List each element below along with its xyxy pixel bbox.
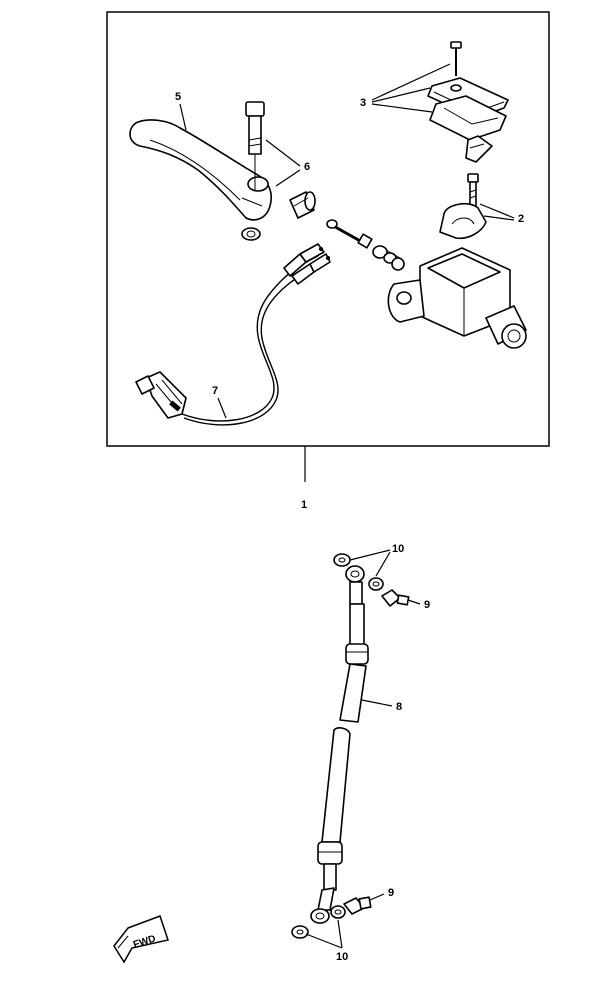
label-washers-upper: 10	[392, 543, 404, 555]
label-washers-lower: 10	[336, 951, 348, 963]
lower-washer-a	[291, 925, 309, 939]
cover-leader-b	[371, 87, 431, 103]
label-bolt-nut: 6	[304, 161, 310, 173]
washers-upper-leader-a	[349, 549, 391, 561]
fwd-arrow: FWD	[113, 915, 169, 964]
brake-lever	[129, 119, 272, 221]
lever-bushing	[289, 191, 316, 219]
bolt-nut-leader-b	[275, 169, 301, 187]
label-switch: 7	[212, 385, 218, 397]
lever-nut	[241, 227, 261, 241]
piston-kit	[372, 245, 405, 271]
cover-leader-a	[371, 63, 451, 101]
switch-wires	[181, 243, 331, 426]
upper-washer-a	[333, 553, 351, 567]
pivot-bolt	[245, 101, 265, 190]
label-assembly: 1	[301, 499, 307, 511]
push-rod	[326, 219, 373, 249]
label-lever: 5	[175, 91, 181, 103]
clamp-leader-b	[483, 215, 515, 221]
stop-switch	[135, 371, 187, 419]
upper-union-bolt	[381, 589, 410, 607]
bolt-nut-leader-a	[265, 139, 301, 167]
master-cylinder	[387, 247, 527, 349]
label-clamp: 2	[518, 213, 524, 225]
clamp-leader-a	[479, 203, 515, 219]
label-cover: 3	[360, 97, 366, 109]
hose-upper-fitting	[345, 603, 369, 665]
label-hose: 8	[396, 701, 402, 713]
diaphragm	[429, 95, 507, 163]
handlebar-clamp	[439, 202, 487, 240]
label-union-bolt-lower: 9	[388, 887, 394, 899]
clamp-bolt	[467, 173, 479, 207]
hose-lower-fitting	[317, 841, 343, 911]
washers-lower-leader-a	[305, 933, 343, 949]
lower-washer-b	[330, 905, 346, 919]
assembly-frame	[106, 11, 550, 447]
label-union-bolt-upper: 9	[424, 599, 430, 611]
upper-washer-b	[368, 577, 384, 591]
upper-banjo	[345, 565, 365, 605]
union-bolt-lower-leader	[369, 893, 385, 901]
washers-lower-leader-b	[337, 919, 343, 949]
cover-leader-c	[371, 103, 433, 113]
cover-screw	[450, 41, 462, 76]
switch-leader	[217, 397, 227, 419]
hose-rubber-upper	[339, 663, 367, 723]
lower-union-bolt	[343, 896, 372, 915]
hose-rubber-lower	[321, 727, 351, 843]
union-bolt-upper-leader	[407, 599, 421, 605]
washers-upper-leader-b	[375, 551, 391, 577]
lever-leader	[179, 103, 187, 131]
hose-leader	[361, 699, 393, 707]
lower-banjo	[310, 908, 330, 924]
